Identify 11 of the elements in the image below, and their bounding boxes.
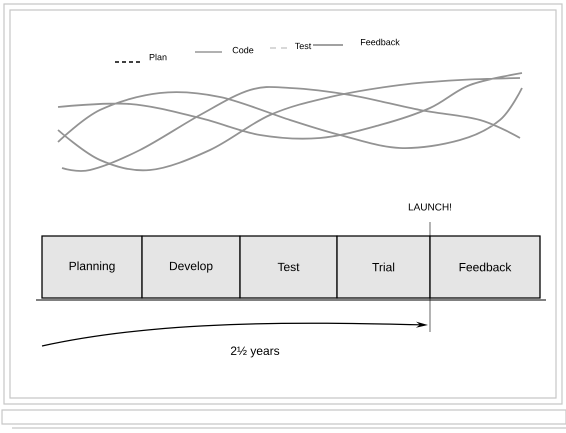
phase-box: Develop xyxy=(141,235,241,299)
phase-box: Planning xyxy=(41,235,143,299)
phase-box: Trial xyxy=(336,235,431,299)
legend-label: Code xyxy=(232,46,254,54)
legend-label: Test xyxy=(294,42,312,50)
duration-label: 2½ years xyxy=(230,346,280,358)
launch-label: LAUNCH! xyxy=(408,203,452,211)
legend-label: Plan xyxy=(150,54,166,60)
legend-label: Feedback xyxy=(360,38,400,46)
phase-box: Test xyxy=(239,235,338,299)
phase-box: Feedback xyxy=(429,235,541,299)
